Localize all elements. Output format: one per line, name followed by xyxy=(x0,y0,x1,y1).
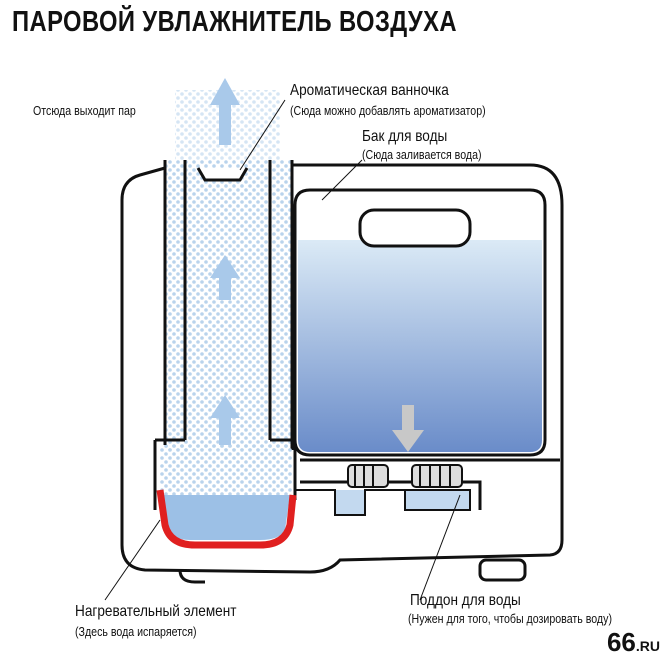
site-logo: 66.RU xyxy=(607,627,660,658)
tray-note: (Нужен для того, чтобы дозировать воду) xyxy=(408,612,612,626)
logo-suffix: .RU xyxy=(635,638,660,654)
tank-handle xyxy=(358,208,472,248)
water-tray xyxy=(295,489,471,516)
page-title: ПАРОВОЙ УВЛАЖНИТЕЛЬ ВОЗДУХА xyxy=(12,6,457,38)
aroma-dish-note: (Сюда можно добавлять ароматизатор) xyxy=(290,104,486,118)
logo-main: 66 xyxy=(606,627,636,657)
valve-left xyxy=(347,464,389,488)
heater-element xyxy=(156,489,297,549)
aroma-dish xyxy=(196,167,249,182)
tray-title: Поддон для воды xyxy=(410,592,521,609)
steam-arrows xyxy=(210,78,240,445)
heater-water xyxy=(162,495,290,540)
water-tank-title: Бак для воды xyxy=(362,128,448,145)
steam-outlet-label: Отсюда выходит пар xyxy=(33,104,136,118)
aroma-dish-title: Ароматическая ванночка xyxy=(290,82,449,99)
water-tank-note: (Сюда заливается вода) xyxy=(362,148,482,162)
heater-title: Нагревательный элемент xyxy=(75,603,237,620)
down-arrow xyxy=(392,405,424,452)
heater-note: (Здесь вода испаряется) xyxy=(75,625,197,639)
